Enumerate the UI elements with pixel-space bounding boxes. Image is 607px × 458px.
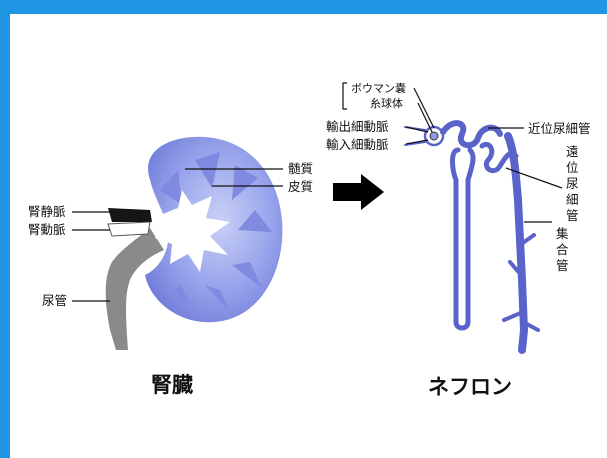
glomerulus-label: 糸球体	[370, 96, 403, 110]
glomerulus-leader	[418, 103, 432, 132]
proximal-tubule-shape	[443, 123, 500, 145]
svg-text:集: 集	[556, 226, 569, 241]
proximal-tubule-label: 近位尿細管	[528, 121, 591, 136]
distal-tubule-label: 遠 位 尿 細 管	[566, 144, 579, 223]
ureter-label: 尿管	[42, 293, 67, 308]
svg-text:管: 管	[566, 208, 579, 223]
renal-artery-shape	[108, 222, 150, 236]
svg-text:遠: 遠	[566, 144, 579, 159]
kidney-title: 腎臓	[151, 373, 193, 397]
renal-vein-label: 腎静脈	[28, 204, 66, 219]
svg-text:尿: 尿	[566, 176, 579, 191]
bowman-capsule-leader	[414, 88, 434, 128]
afferent-arteriole-label: 輸入細動脈	[326, 137, 389, 152]
cortex-label: 皮質	[288, 179, 313, 194]
svg-text:管: 管	[556, 258, 569, 273]
collecting-duct-label: 集 合 管	[556, 226, 569, 273]
svg-text:細: 細	[566, 192, 579, 207]
bowman-capsule-bracket	[343, 83, 347, 109]
medulla-label: 髄質	[288, 161, 313, 176]
renal-vein-shape	[108, 208, 152, 222]
nephron-title: ネフロン	[428, 375, 512, 399]
glomerulus-shape	[430, 132, 438, 140]
loop-of-henle-shape	[453, 150, 474, 328]
efferent-arteriole-label: 輸出細動脈	[326, 119, 389, 134]
svg-text:合: 合	[556, 242, 569, 257]
nephron-illustration	[405, 123, 538, 350]
transition-arrow	[333, 174, 384, 210]
renal-artery-label: 腎動脈	[28, 222, 66, 237]
bowman-capsule-label: ボウマン嚢	[351, 81, 406, 95]
svg-text:位: 位	[566, 160, 579, 175]
